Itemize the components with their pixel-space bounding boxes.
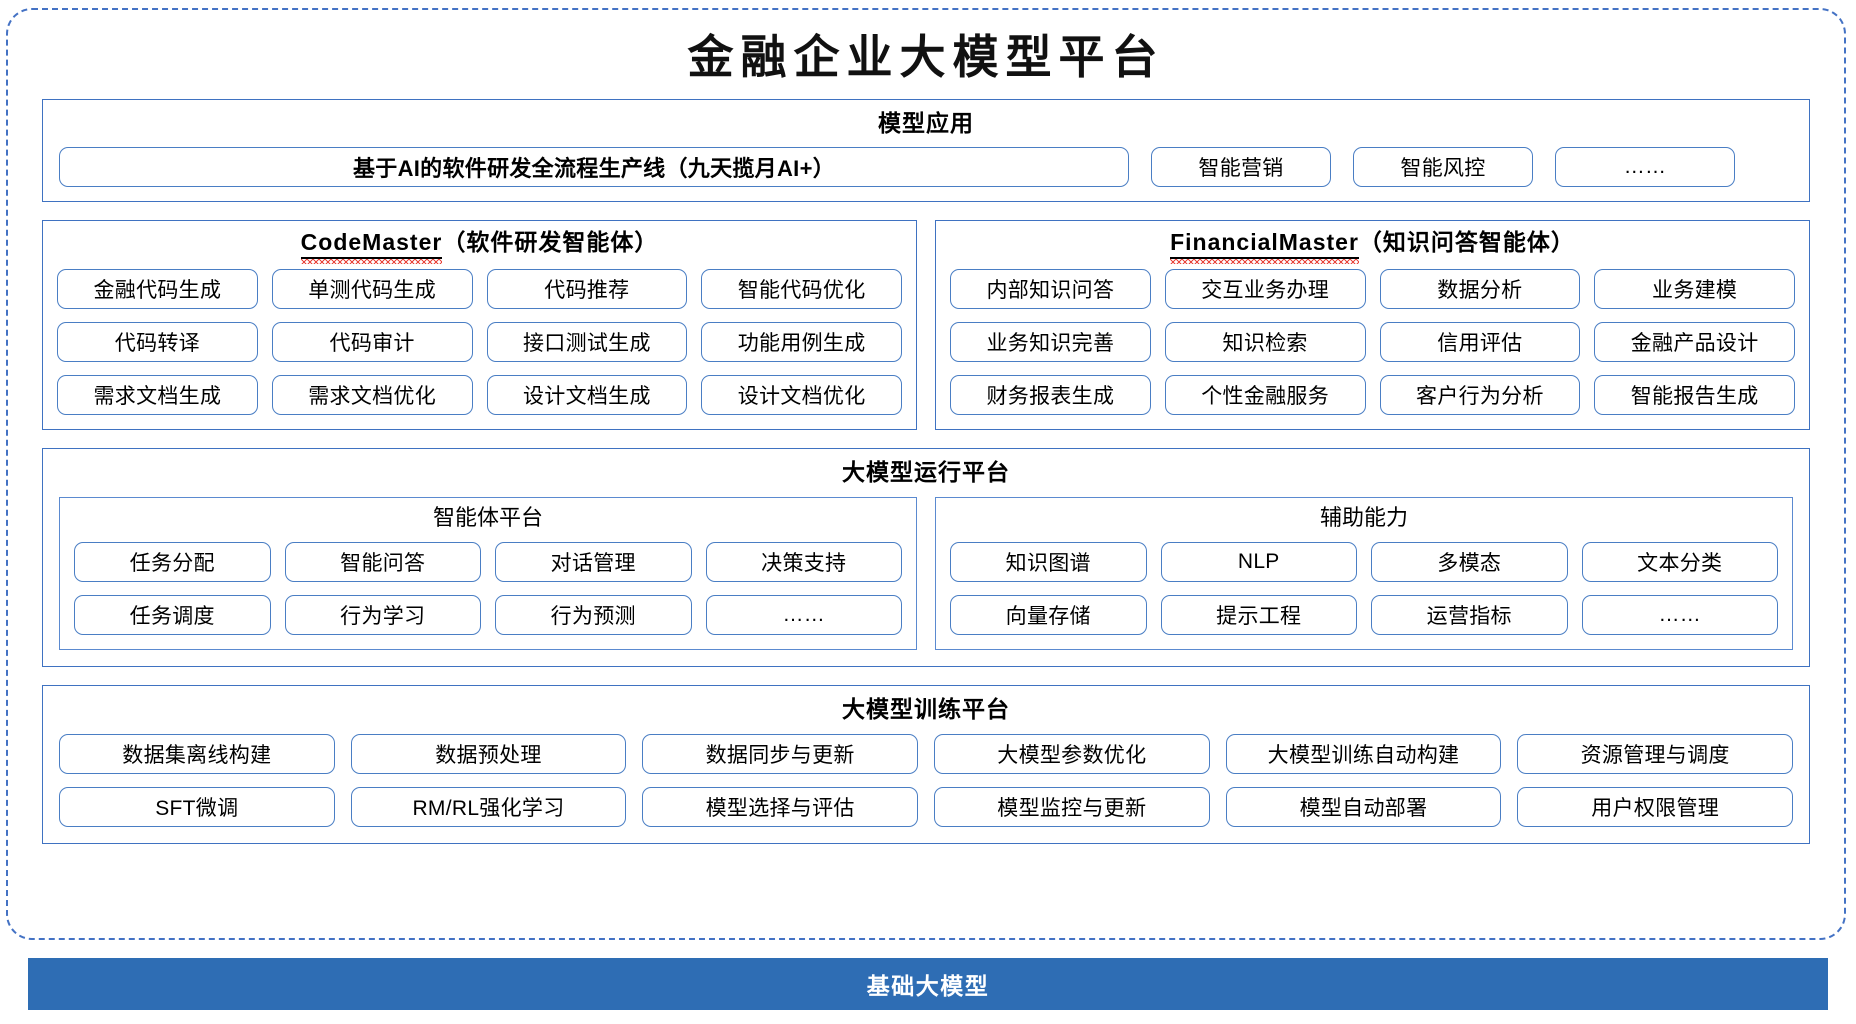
chip-train-platform-7[interactable]: RM/RL强化学习 <box>350 786 627 827</box>
chip-train-platform-11[interactable]: 用户权限管理 <box>1517 786 1793 827</box>
financial-master-suffix: （知识问答智能体） <box>1358 229 1575 256</box>
base-model-bar: 基础大模型 <box>28 958 1828 1010</box>
section-train-platform: 大模型训练平台 数据集离线构建 数据预处理 数据同步与更新 大模型参数优化 大模… <box>42 685 1810 844</box>
chip-agent-platform-0[interactable]: 任务分配 <box>74 542 271 583</box>
chip-financial-master-9[interactable]: 个性金融服务 <box>1164 375 1366 416</box>
code-master-suffix: （软件研发智能体） <box>442 229 659 256</box>
chip-financial-master-0[interactable]: 内部知识问答 <box>950 269 1151 310</box>
chip-train-platform-9[interactable]: 模型监控与更新 <box>933 786 1210 827</box>
chip-code-master-2[interactable]: 代码推荐 <box>486 269 688 310</box>
chip-assist-ability-0[interactable]: 知识图谱 <box>950 542 1147 583</box>
chip-train-platform-2[interactable]: 数据同步与更新 <box>642 733 918 774</box>
model-application-main-wrap: 基于AI的软件研发全流程生产线（九天揽月AI+） <box>59 147 1129 188</box>
agent-panels-row: CodeMaster（软件研发智能体） 金融代码生成 单测代码生成 代码推荐 智… <box>42 220 1810 431</box>
chip-code-master-5[interactable]: 代码审计 <box>271 322 473 363</box>
chip-financial-master-8[interactable]: 财务报表生成 <box>950 375 1151 416</box>
subsection-title-agent-platform: 智能体平台 <box>432 504 543 530</box>
code-master-name: CodeMaster <box>300 229 443 264</box>
chip-assist-ability-7[interactable]: …… <box>1581 595 1778 636</box>
chip-financial-master-6[interactable]: 信用评估 <box>1379 322 1581 363</box>
chip-financial-master-7[interactable]: 金融产品设计 <box>1594 322 1795 363</box>
chip-train-platform-0[interactable]: 数据集离线构建 <box>59 733 335 774</box>
model-application-row: 基于AI的软件研发全流程生产线（九天揽月AI+） 智能营销 智能风控 …… <box>59 147 1793 188</box>
chip-agent-platform-3[interactable]: 决策支持 <box>705 542 902 583</box>
chip-code-master-6[interactable]: 接口测试生成 <box>486 322 688 363</box>
section-run-platform: 大模型运行平台 智能体平台 任务分配 智能问答 对话管理 决策支持 任务调度 行… <box>42 448 1810 668</box>
section-title-code-master: CodeMaster（软件研发智能体） <box>57 229 902 264</box>
chip-code-master-9[interactable]: 需求文档优化 <box>271 375 473 416</box>
model-application-item-wrap-2: …… <box>1555 147 1735 188</box>
chip-train-platform-4[interactable]: 大模型训练自动构建 <box>1225 733 1502 774</box>
chip-code-master-3[interactable]: 智能代码优化 <box>701 269 902 310</box>
chip-assist-ability-4[interactable]: 向量存储 <box>950 595 1147 636</box>
page-title: 金融企业大模型平台 <box>687 32 1165 83</box>
chip-financial-master-5[interactable]: 知识检索 <box>1164 322 1366 363</box>
chip-smart-risk-control[interactable]: 智能风控 <box>1353 147 1533 188</box>
financial-master-name: FinancialMaster <box>1170 229 1359 264</box>
financial-master-grid: 内部知识问答 交互业务办理 数据分析 业务建模 业务知识完善 知识检索 信用评估… <box>950 269 1795 416</box>
chip-agent-platform-6[interactable]: 行为预测 <box>495 595 692 636</box>
model-application-item-wrap-1: 智能风控 <box>1353 147 1533 188</box>
chip-assist-ability-1[interactable]: NLP <box>1160 542 1357 583</box>
chip-agent-platform-4[interactable]: 任务调度 <box>74 595 271 636</box>
chip-train-platform-8[interactable]: 模型选择与评估 <box>642 786 918 827</box>
section-model-application: 模型应用 基于AI的软件研发全流程生产线（九天揽月AI+） 智能营销 智能风控 … <box>42 98 1810 203</box>
chip-ai-software-pipeline[interactable]: 基于AI的软件研发全流程生产线（九天揽月AI+） <box>59 147 1129 188</box>
code-master-grid: 金融代码生成 单测代码生成 代码推荐 智能代码优化 代码转译 代码审计 接口测试… <box>57 269 902 416</box>
chip-agent-platform-7[interactable]: …… <box>705 595 902 636</box>
run-platform-subpanels: 智能体平台 任务分配 智能问答 对话管理 决策支持 任务调度 行为学习 行为预测… <box>59 496 1793 651</box>
section-code-master: CodeMaster（软件研发智能体） 金融代码生成 单测代码生成 代码推荐 智… <box>42 220 917 431</box>
subsection-assist-ability: 辅助能力 知识图谱 NLP 多模态 文本分类 向量存储 提示工程 运营指标 …… <box>935 496 1793 651</box>
chip-code-master-7[interactable]: 功能用例生成 <box>701 322 902 363</box>
agent-platform-grid: 任务分配 智能问答 对话管理 决策支持 任务调度 行为学习 行为预测 …… <box>74 542 902 636</box>
chip-train-platform-1[interactable]: 数据预处理 <box>350 733 627 774</box>
chip-financial-master-2[interactable]: 数据分析 <box>1379 269 1581 310</box>
section-title-train-platform: 大模型训练平台 <box>842 696 1010 723</box>
chip-code-master-8[interactable]: 需求文档生成 <box>57 375 258 416</box>
chip-agent-platform-2[interactable]: 对话管理 <box>495 542 692 583</box>
chip-financial-master-4[interactable]: 业务知识完善 <box>950 322 1151 363</box>
chip-assist-ability-2[interactable]: 多模态 <box>1371 542 1568 583</box>
chip-code-master-0[interactable]: 金融代码生成 <box>57 269 258 310</box>
chip-train-platform-3[interactable]: 大模型参数优化 <box>933 733 1210 774</box>
section-title-model-application: 模型应用 <box>878 109 974 136</box>
chip-train-platform-5[interactable]: 资源管理与调度 <box>1517 733 1793 774</box>
chip-code-master-11[interactable]: 设计文档优化 <box>701 375 902 416</box>
chip-assist-ability-3[interactable]: 文本分类 <box>1581 542 1778 583</box>
chip-financial-master-10[interactable]: 客户行为分析 <box>1379 375 1581 416</box>
chip-code-master-1[interactable]: 单测代码生成 <box>271 269 473 310</box>
chip-smart-marketing[interactable]: 智能营销 <box>1151 147 1331 188</box>
chip-code-master-4[interactable]: 代码转译 <box>57 322 258 363</box>
train-platform-grid: 数据集离线构建 数据预处理 数据同步与更新 大模型参数优化 大模型训练自动构建 … <box>59 733 1793 827</box>
chip-financial-master-11[interactable]: 智能报告生成 <box>1594 375 1795 416</box>
chip-financial-master-3[interactable]: 业务建模 <box>1594 269 1795 310</box>
chip-financial-master-1[interactable]: 交互业务办理 <box>1164 269 1366 310</box>
section-title-run-platform: 大模型运行平台 <box>842 459 1010 486</box>
model-application-item-wrap-0: 智能营销 <box>1151 147 1331 188</box>
subsection-agent-platform: 智能体平台 任务分配 智能问答 对话管理 决策支持 任务调度 行为学习 行为预测… <box>59 496 917 651</box>
chip-model-application-ellipsis[interactable]: …… <box>1555 147 1735 188</box>
chip-agent-platform-5[interactable]: 行为学习 <box>284 595 481 636</box>
chip-train-platform-10[interactable]: 模型自动部署 <box>1225 786 1502 827</box>
chip-code-master-10[interactable]: 设计文档生成 <box>486 375 688 416</box>
section-financial-master: FinancialMaster（知识问答智能体） 内部知识问答 交互业务办理 数… <box>935 220 1810 431</box>
section-title-financial-master: FinancialMaster（知识问答智能体） <box>950 229 1795 264</box>
assist-ability-grid: 知识图谱 NLP 多模态 文本分类 向量存储 提示工程 运营指标 …… <box>950 542 1778 636</box>
chip-assist-ability-6[interactable]: 运营指标 <box>1371 595 1568 636</box>
chip-agent-platform-1[interactable]: 智能问答 <box>284 542 481 583</box>
subsection-title-assist-ability: 辅助能力 <box>1319 504 1408 530</box>
outer-dashed-frame: 金融企业大模型平台 模型应用 基于AI的软件研发全流程生产线（九天揽月AI+） … <box>6 8 1846 940</box>
chip-assist-ability-5[interactable]: 提示工程 <box>1160 595 1357 636</box>
chip-train-platform-6[interactable]: SFT微调 <box>59 786 335 827</box>
